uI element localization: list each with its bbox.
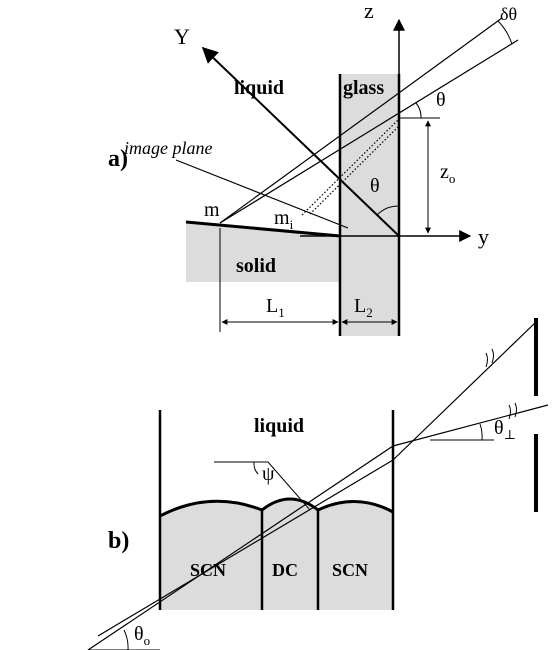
panel-a: a) z y Y liquid glass solid image plane … bbox=[108, 0, 519, 336]
grain-dc bbox=[262, 499, 318, 610]
break-mark-upper bbox=[485, 348, 494, 368]
delta-theta-label: δθ bbox=[500, 4, 517, 24]
interface-right bbox=[317, 500, 394, 514]
ray-shallow-out bbox=[392, 404, 549, 447]
z-axis-label: z bbox=[364, 0, 374, 23]
solid-interface bbox=[185, 220, 341, 238]
z0-label: zo bbox=[440, 161, 455, 186]
glass-region bbox=[340, 74, 399, 336]
ray-shallow bbox=[87, 445, 394, 650]
panel-b: b) liquid ψ θ⊥ θo SCN DC SCN bbox=[87, 318, 549, 650]
theta-perp-label: θ⊥ bbox=[494, 417, 516, 442]
ray-steep-out bbox=[392, 321, 537, 461]
theta-label-top: θ bbox=[436, 89, 446, 111]
theta-o-arc bbox=[123, 629, 129, 650]
panel-b-label: b) bbox=[108, 528, 129, 554]
grain-scn-right bbox=[318, 501, 393, 610]
Y-axis bbox=[201, 46, 400, 237]
ray-upper bbox=[219, 17, 503, 224]
L1-label: L1 bbox=[266, 295, 285, 320]
liquid-label-b: liquid bbox=[254, 415, 304, 437]
grain-scn-left bbox=[160, 501, 262, 610]
grain-scn-left-label: SCN bbox=[190, 560, 226, 580]
image-plane-label: image plane bbox=[124, 138, 212, 158]
psi-arc bbox=[253, 461, 259, 475]
liquid-label-a: liquid bbox=[234, 77, 284, 99]
break-mark-lower bbox=[508, 402, 517, 420]
grain-dc-label: DC bbox=[272, 560, 298, 580]
image-plane-line bbox=[175, 159, 349, 229]
mi-label: mi bbox=[274, 207, 294, 232]
psi-normal-line bbox=[267, 461, 311, 511]
delta-theta-arc bbox=[497, 20, 513, 45]
solid-label: solid bbox=[236, 255, 276, 277]
theta-o-label: θo bbox=[134, 623, 150, 648]
solid-region bbox=[186, 236, 340, 282]
psi-label: ψ bbox=[262, 463, 275, 485]
ray-lower bbox=[219, 39, 519, 224]
interface-mid bbox=[261, 497, 319, 512]
L2-label: L2 bbox=[354, 295, 373, 320]
theta-label-low: θ bbox=[370, 175, 380, 197]
theta-arc-top bbox=[415, 102, 422, 119]
theta-perp-arc bbox=[479, 423, 483, 441]
glass-label: glass bbox=[343, 77, 384, 99]
panel-a-label: a) bbox=[108, 146, 128, 172]
grain-scn-right-label: SCN bbox=[332, 560, 368, 580]
m-label: m bbox=[204, 199, 220, 221]
Y-axis-label: Y bbox=[174, 24, 190, 49]
interface-left bbox=[159, 499, 263, 518]
y-axis-label: y bbox=[478, 224, 489, 249]
ray-steep bbox=[97, 459, 394, 637]
theta-arc-low bbox=[376, 205, 400, 216]
